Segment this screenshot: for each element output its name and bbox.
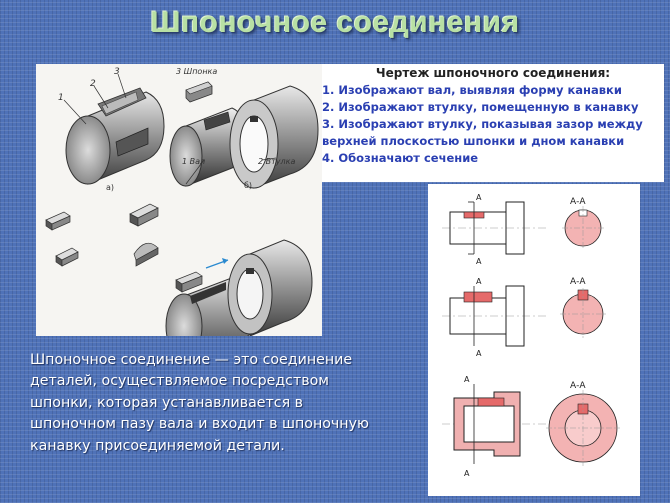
cut-mark-a: А — [476, 193, 482, 202]
slide-title: Шпоночное соединения — [150, 6, 520, 39]
label-fig-a: а) — [106, 183, 114, 192]
section-label-aa: А-А — [570, 381, 586, 391]
cut-mark-a: А — [476, 277, 482, 286]
sleeve-bottom — [227, 239, 313, 337]
label-n3: 3 — [114, 67, 120, 77]
label-n2: 2 — [90, 79, 96, 89]
label-key: 3 Шпонка — [176, 67, 217, 76]
section-row-1-cut — [562, 206, 604, 250]
label-n1: 1 — [58, 93, 64, 103]
step-item: 4. Обозначают сечение — [322, 151, 479, 165]
section-row-2-side — [442, 285, 548, 347]
cut-mark-a: А — [476, 349, 482, 358]
key-types — [45, 203, 159, 267]
key-joint-isometric-drawing: 1 2 3 3 Шпонка 1 Вал 2 Втулка а) б) — [36, 64, 322, 363]
step-item: 2. Изображают втулку, помещенную в канав… — [322, 100, 639, 114]
section-drawings-panel: А А А-А А А А-А — [428, 184, 640, 496]
cut-mark-a: А — [476, 257, 482, 266]
sleeve-part — [229, 85, 319, 189]
arrow-icon — [205, 258, 229, 269]
section-row-1-side — [442, 201, 548, 255]
shaft-part — [169, 107, 247, 187]
section-row-3-side — [442, 384, 548, 464]
section-label-aa: А-А — [570, 277, 586, 287]
section-label-aa: А-А — [570, 197, 586, 207]
label-fig-b: б) — [244, 181, 252, 190]
label-sleeve: 2 Втулка — [258, 157, 295, 166]
key-part-top — [185, 81, 213, 103]
steps-heading: Чертеж шпоночного соединения: — [375, 66, 611, 80]
section-row-3-cut — [546, 390, 620, 466]
assembled-shaft-figure — [65, 87, 165, 185]
cut-mark-a: А — [464, 375, 470, 384]
cut-mark-a: А — [464, 469, 470, 478]
step-item: 3. Изображают втулку, показывая зазор ме… — [322, 117, 643, 131]
section-row-2-cut — [560, 288, 606, 338]
steps-list: 1. Изображают вал, выявляя форму канавки… — [322, 82, 664, 167]
step-item: 1. Изображают вал, выявляя форму канавки — [322, 83, 622, 97]
description-text: Шпоночное соединение — это соединение де… — [30, 352, 369, 454]
step-item: верхней плоскостью шпонки и дном канавки — [322, 134, 625, 148]
steps-panel: Чертеж шпоночного соединения: 1. Изображ… — [322, 64, 664, 182]
label-shaft: 1 Вал — [182, 157, 205, 166]
